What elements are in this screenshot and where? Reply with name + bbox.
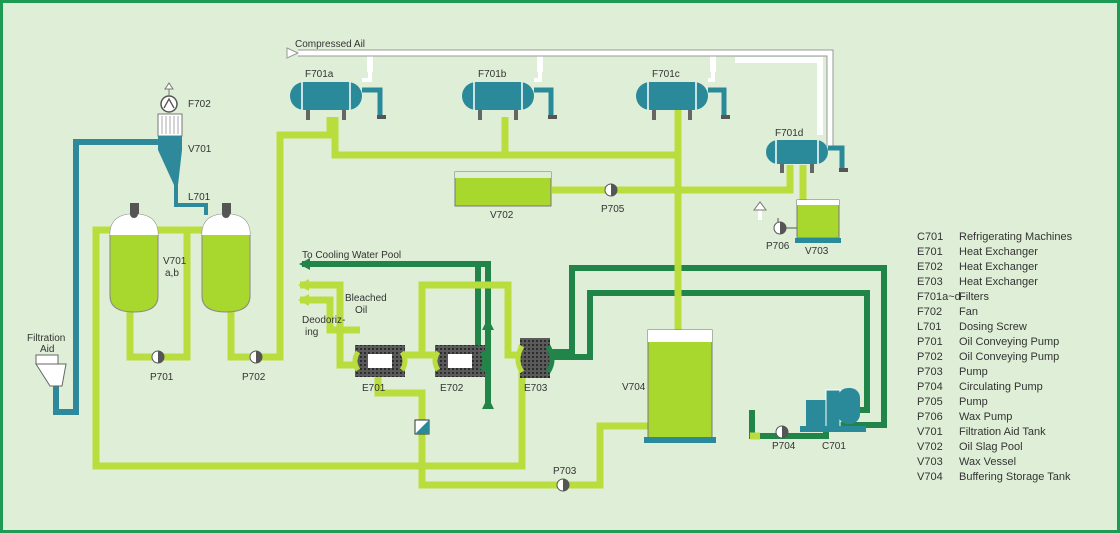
legend-code: E703 — [917, 276, 943, 288]
label-to-cooling: To Cooling Water Pool — [302, 250, 401, 261]
label-l701: L701 — [188, 192, 211, 203]
label-e703: E703 — [524, 383, 548, 394]
legend-code: P701 — [917, 336, 943, 348]
pump-p705-icon — [604, 183, 618, 197]
legend-name: Circulating Pump — [959, 381, 1043, 393]
v704-buffer-tank — [644, 329, 716, 443]
label-compressed-air: Compressed Ail — [295, 39, 365, 50]
legend-code: E702 — [917, 261, 943, 273]
legend-code: C701 — [917, 231, 943, 243]
legend-name: Oil Conveying Pump — [959, 351, 1059, 363]
label-p702: P702 — [242, 372, 266, 383]
compressed-air-lines-outline — [298, 49, 834, 146]
legend-code: E701 — [917, 246, 943, 258]
legend-name: Filtration Aid Tank — [959, 426, 1046, 438]
filtration-aid-hopper — [35, 354, 67, 387]
legend-code: L701 — [917, 321, 941, 333]
v701-filtration-aid-tank — [157, 82, 208, 215]
label-bleached-line2: Oil — [355, 305, 367, 316]
label-c701: C701 — [822, 441, 846, 452]
label-f701c: F701c — [652, 69, 680, 80]
bleached-arrow-icon — [298, 279, 309, 291]
filter-f701d — [766, 140, 848, 173]
label-p701: P701 — [150, 372, 174, 383]
legend-name: Wax Pump — [959, 411, 1012, 423]
label-v701ab-line1: V701 — [163, 256, 187, 267]
c701-refrigerating-machine — [800, 388, 866, 432]
deodorizing-arrow-icon — [298, 294, 309, 306]
legend-name: Filters — [959, 291, 989, 303]
pump-p701-icon — [151, 350, 165, 364]
compressed-air-arrow-icon — [286, 47, 300, 59]
legend-code: F701a~d — [917, 291, 961, 303]
label-p704: P704 — [772, 441, 796, 452]
legend-code: P706 — [917, 411, 943, 423]
v701a-tank — [109, 203, 159, 313]
label-filtration-aid-line1: Filtration — [27, 333, 65, 344]
legend-code: V704 — [917, 471, 943, 483]
v703-wax-vessel — [758, 199, 841, 243]
legend-name: Buffering Storage Tank — [959, 471, 1071, 483]
legend-name: Pump — [959, 396, 988, 408]
label-v701-top: V701 — [188, 144, 212, 155]
filter-f701c — [636, 72, 730, 120]
v701b-tank — [201, 203, 251, 313]
heat-exchanger-e703 — [515, 338, 555, 378]
pump-p706-icon — [773, 221, 787, 235]
legend-code: P704 — [917, 381, 943, 393]
label-f701a: F701a — [305, 69, 334, 80]
to-cooling-arrow-icon — [299, 258, 310, 270]
cooling-water-lines — [302, 261, 887, 439]
label-deodorizing-line2: ing — [305, 327, 318, 338]
legend-code: V701 — [917, 426, 943, 438]
valve-icon — [414, 419, 430, 435]
label-v702: V702 — [490, 210, 514, 221]
filtration-aid-line — [53, 139, 158, 415]
v702-oil-slag-pool — [454, 171, 552, 207]
label-e701: E701 — [362, 383, 386, 394]
legend-name: Fan — [959, 306, 978, 318]
label-p703: P703 — [553, 466, 577, 477]
label-v701ab-line2: a,b — [165, 268, 179, 279]
label-f701d: F701d — [775, 128, 803, 139]
label-filtration-aid-line2: Aid — [40, 344, 54, 355]
label-p705: P705 — [601, 204, 625, 215]
label-e702: E702 — [440, 383, 464, 394]
label-deodorizing-line1: Deodoriz- — [302, 315, 345, 326]
heat-exchanger-e702 — [432, 345, 488, 377]
label-p706: P706 — [766, 241, 790, 252]
cooling-up-arrow-icon — [482, 318, 494, 330]
legend-name: Heat Exchanger — [959, 246, 1038, 258]
p706-up-arrow-icon — [753, 201, 767, 211]
legend-name: Wax Vessel — [959, 456, 1016, 468]
label-f702: F702 — [188, 99, 211, 110]
legend-code: P702 — [917, 351, 943, 363]
legend-name: Refrigerating Machines — [959, 231, 1073, 243]
legend-code: V702 — [917, 441, 943, 453]
legend-name: Oil Slag Pool — [959, 441, 1023, 453]
legend-code: P703 — [917, 366, 943, 378]
legend-code: F702 — [917, 306, 942, 318]
heat-exchanger-e701 — [352, 345, 408, 377]
label-v703: V703 — [805, 246, 829, 257]
label-bleached-line1: Bleached — [345, 293, 387, 304]
legend-name: Heat Exchanger — [959, 276, 1038, 288]
legend-name: Heat Exchanger — [959, 261, 1038, 273]
label-f701b: F701b — [478, 69, 507, 80]
cooling-up-arrow-2-icon — [482, 397, 494, 409]
pump-p703-icon — [556, 478, 570, 492]
label-v704: V704 — [622, 382, 646, 393]
legend-code: P705 — [917, 396, 943, 408]
legend-code: V703 — [917, 456, 943, 468]
pump-p702-icon — [249, 350, 263, 364]
legend-name: Dosing Screw — [959, 321, 1027, 333]
legend-name: Oil Conveying Pump — [959, 336, 1059, 348]
pump-p704-icon — [775, 425, 789, 439]
filter-f701b — [462, 72, 557, 120]
filter-f701a — [290, 72, 386, 120]
legend-name: Pump — [959, 366, 988, 378]
